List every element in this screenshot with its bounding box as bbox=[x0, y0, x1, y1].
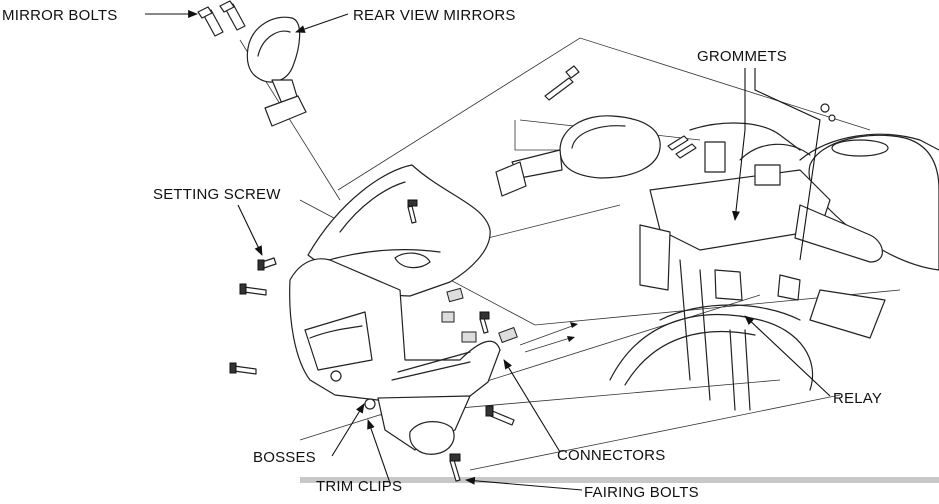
motorcycle-body-part bbox=[609, 103, 939, 411]
label-bosses: BOSSES bbox=[253, 449, 316, 466]
label-mirror-bolts: MIRROR BOLTS bbox=[2, 7, 117, 24]
fairing-bolts-part bbox=[229, 199, 515, 482]
right-mirror-part bbox=[495, 65, 697, 197]
label-connectors: CONNECTORS bbox=[557, 447, 665, 464]
label-grommets: GROMMETS bbox=[697, 48, 787, 65]
left-mirror-part bbox=[246, 16, 307, 127]
mirror-bolts-part bbox=[197, 0, 246, 37]
label-setting-screw: SETTING SCREW bbox=[153, 186, 281, 203]
connectors-part bbox=[441, 287, 578, 353]
front-fairing-part bbox=[289, 164, 501, 455]
label-fairing-bolts: FAIRING BOLTS bbox=[584, 484, 699, 501]
label-relay: RELAY bbox=[833, 390, 882, 407]
leader-lines bbox=[145, 10, 831, 491]
label-trim-clips: TRIM CLIPS bbox=[316, 478, 402, 495]
label-rear-view-mirrors: REAR VIEW MIRRORS bbox=[353, 7, 516, 24]
baseline-bar bbox=[300, 477, 939, 483]
